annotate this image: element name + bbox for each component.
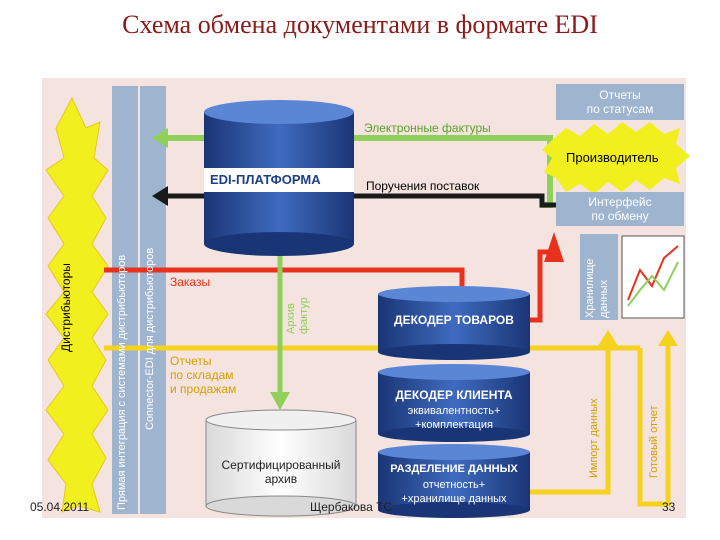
supply-orders-flow	[168, 193, 556, 208]
ready-report-arrowhead	[658, 330, 678, 346]
client-decoder-label: ДЕКОДЕР КЛИЕНТА	[395, 388, 513, 402]
status-reports-box: Отчеты по статусам	[556, 84, 684, 120]
data-storage-label-1: Хранилище	[584, 258, 596, 318]
distributors-label: Дистрибьюторы	[59, 263, 73, 352]
status-reports-label-1: Отчеты	[599, 88, 641, 102]
orders-label: Заказы	[170, 275, 211, 289]
exchange-interface-box: Интерфейс по обмену	[556, 192, 684, 226]
status-reports-label-2: по статусам	[586, 102, 654, 116]
goods-decoder-label: ДЕКОДЕР ТОВАРОВ	[394, 313, 514, 327]
archive-arrowhead	[270, 392, 290, 410]
data-import-arrowhead	[598, 330, 618, 346]
footer-page-number: 33	[662, 500, 676, 514]
data-split-label: РАЗДЕЛЕНИЕ ДАННЫХ	[390, 463, 518, 475]
supply-orders-arrowhead	[152, 186, 168, 206]
e-invoices-arrowhead	[152, 128, 168, 148]
stock-sales-reports-label-2: по складам	[170, 368, 234, 382]
producer-burst	[542, 122, 690, 194]
connector-column	[140, 86, 166, 514]
ready-report-flow	[637, 346, 671, 507]
supply-orders-label: Поручения поставок	[366, 179, 480, 193]
direct-integration-column	[112, 86, 138, 514]
edi-platform-cylinder	[204, 100, 354, 256]
page-title: Схема обмена документами в формате EDI	[122, 10, 598, 39]
connector-label: Connector-EDI для дистрибьюторов	[144, 247, 156, 430]
orders-arrowhead	[544, 232, 564, 262]
archive-invoices-label-2: фактур	[298, 297, 310, 334]
stock-sales-reports-label-3: и продажам	[170, 382, 237, 396]
data-import-flow	[530, 346, 611, 495]
client-decoder-sub-1: эквивалентность+	[407, 405, 501, 417]
data-split-sub-2: +хранилище данных	[401, 493, 507, 505]
footer-author: Щербакова ТС	[310, 500, 393, 514]
orders-to-producer-flow	[530, 249, 552, 323]
certified-archive-label-1: Сертифицированный	[221, 458, 341, 472]
goods-decoder-cylinder	[378, 286, 530, 360]
data-split-sub-1: отчетность+	[422, 479, 486, 491]
exchange-interface-label-1: Интерфейс	[588, 195, 652, 209]
data-storage-box	[580, 234, 618, 320]
e-invoices-label: Электронные фактуры	[364, 121, 491, 135]
producer-label: Производитель	[566, 150, 659, 165]
client-decoder-sub-2: +комплектация	[415, 419, 493, 431]
ready-report-label: Готовый отчет	[648, 405, 660, 478]
archive-invoices-label-1: Архив	[285, 303, 297, 334]
client-decoder-cylinder	[378, 364, 530, 442]
exchange-interface-label-2: по обмену	[591, 209, 649, 223]
direct-integration-label: Прямая интеграция с системами дистрибьют…	[116, 254, 128, 510]
certified-archive-label-2: архив	[264, 472, 298, 486]
certified-archive-cylinder	[205, 409, 357, 517]
stock-sales-reports-label-1: Отчеты	[170, 354, 212, 368]
chart-thumbnail	[621, 235, 685, 319]
edi-platform-label: EDI-ПЛАТФОРМА	[210, 172, 321, 187]
footer-date: 05.04.2011	[30, 500, 90, 514]
distributors-burst	[45, 96, 109, 513]
data-storage-label-2: данных	[598, 279, 610, 318]
data-import-label: Импорт данных	[588, 398, 600, 478]
data-split-cylinder	[378, 444, 530, 518]
